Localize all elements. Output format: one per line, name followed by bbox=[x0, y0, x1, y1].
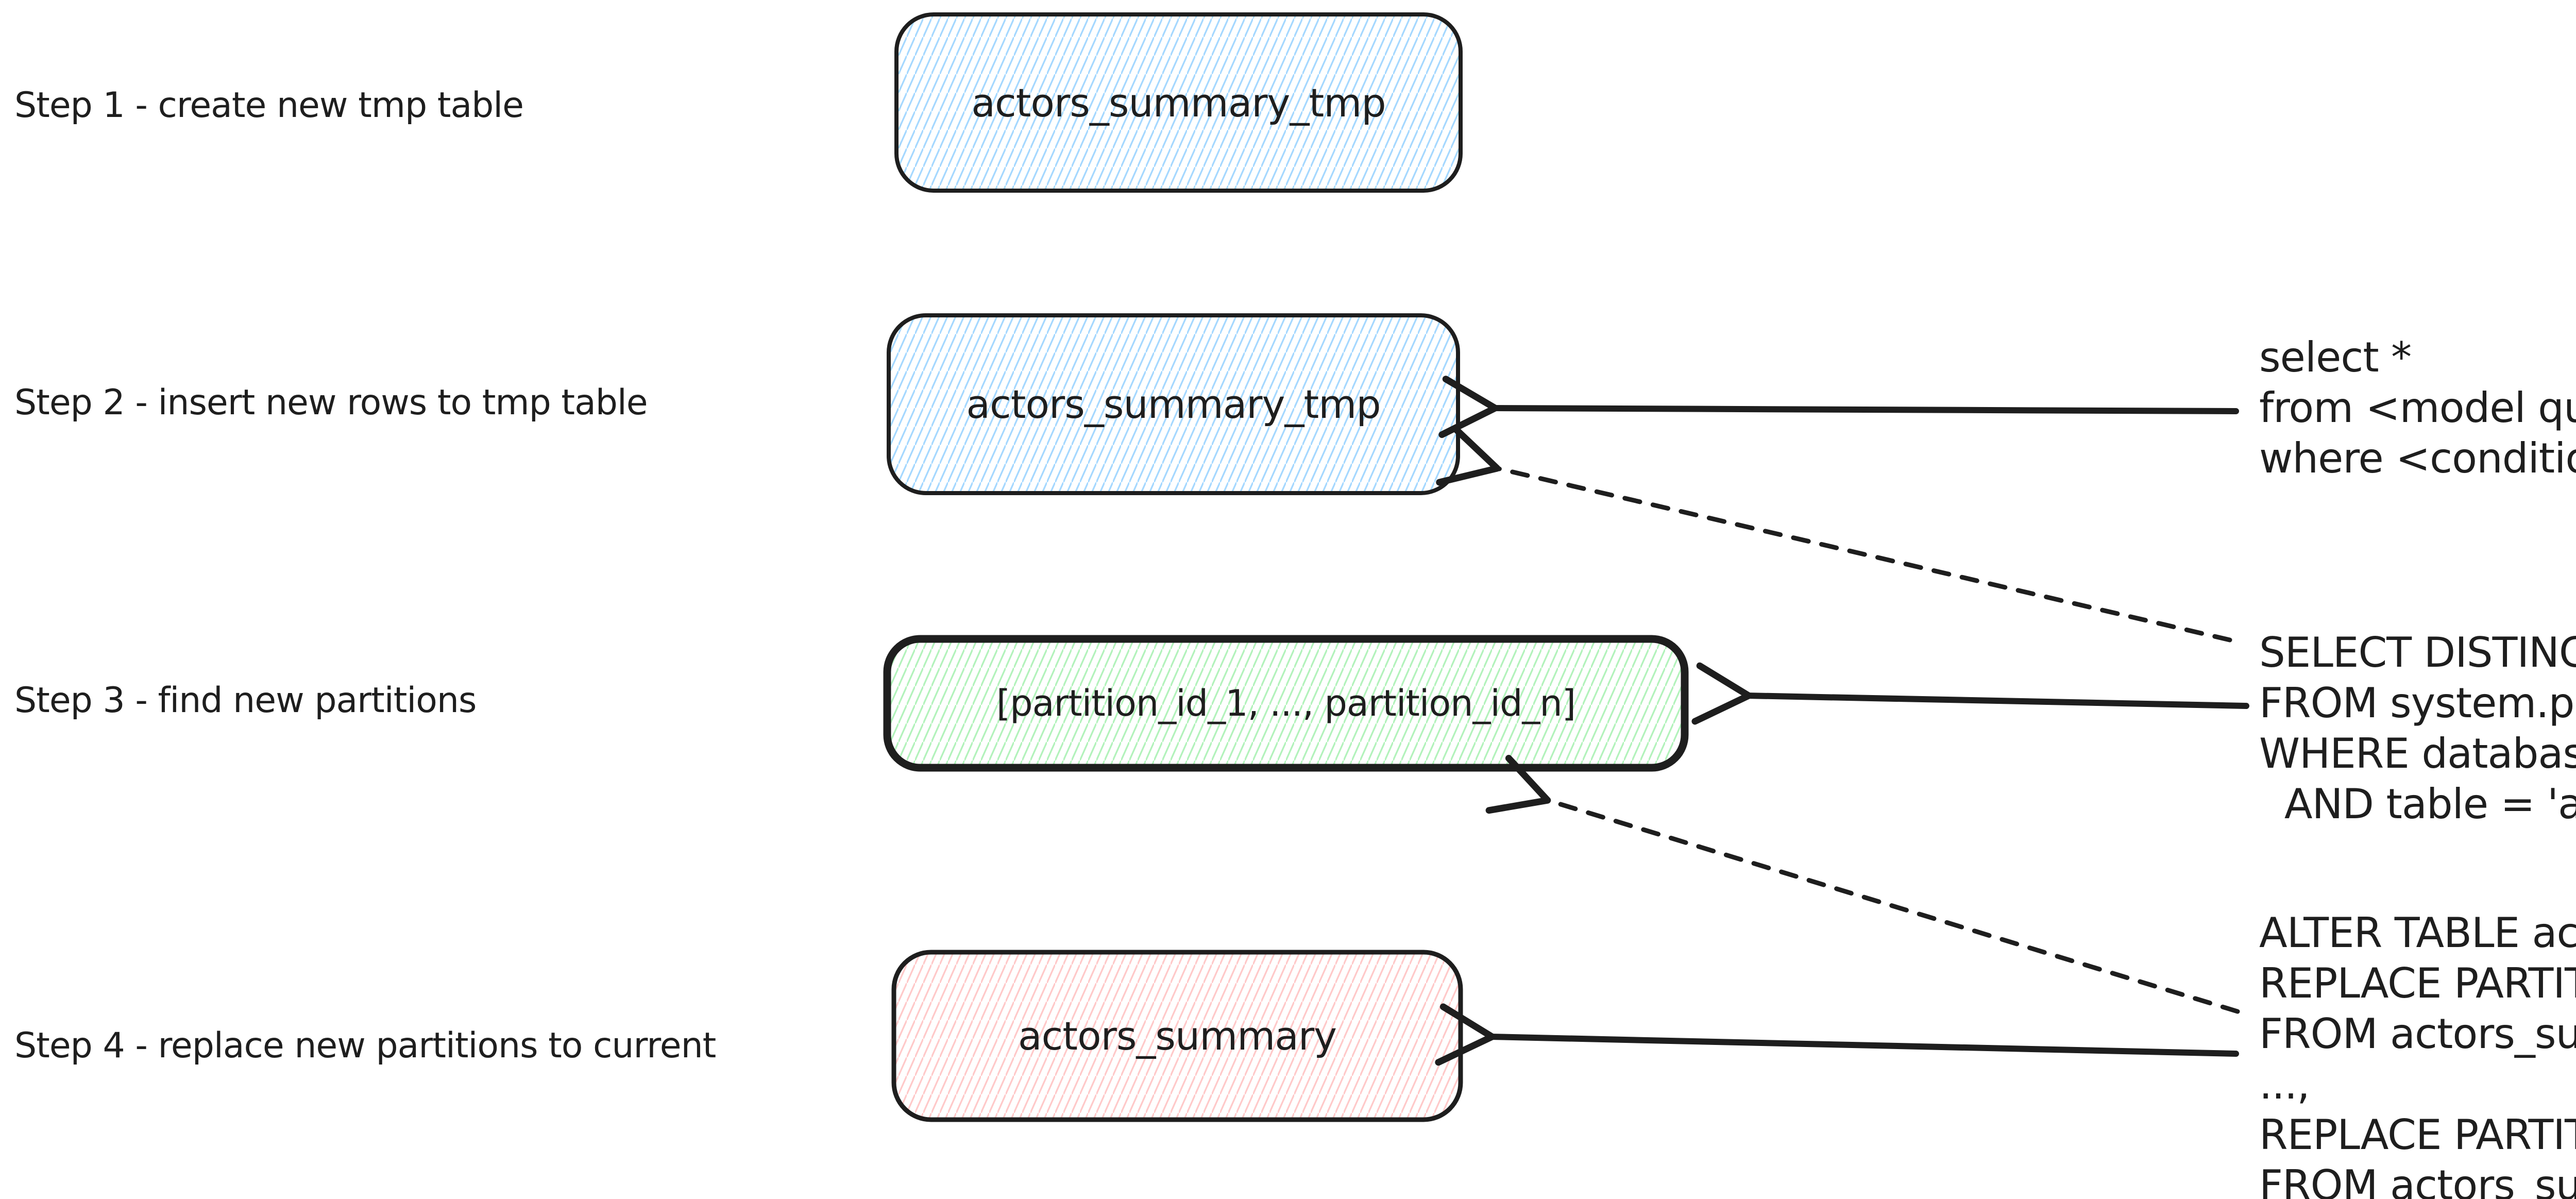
sql-line: FROM actors_summary_tmp, bbox=[2259, 1010, 2576, 1058]
tmp-table-node-2-label: actors_summary_tmp bbox=[966, 381, 1381, 427]
sql-line: WHERE database = <database> bbox=[2259, 730, 2576, 778]
dashed-arrow-find-sql-to-tmp-table bbox=[1436, 425, 2232, 643]
current-table-node-label: actors_summary bbox=[1018, 1013, 1337, 1059]
sql-line: select * bbox=[2259, 333, 2412, 381]
tmp-table-node-1-label: actors_summary_tmp bbox=[971, 79, 1386, 126]
sql-line: FROM actors_summary_tmp, bbox=[2259, 1161, 2576, 1199]
arrow-find-sql-to-partition-list bbox=[1691, 662, 2249, 725]
arrow-insert-sql-to-tmp-table bbox=[1438, 376, 2239, 438]
sql-line: from <model query> bbox=[2259, 384, 2576, 432]
sql-line: ALTER TABLE actors_summary bbox=[2259, 909, 2576, 957]
partition-list-node bbox=[883, 635, 1689, 772]
sql-line: where <condition to identify new> bbox=[2259, 434, 2576, 482]
dashed-arrow-replace-sql-to-partition-list bbox=[1485, 755, 2240, 1014]
find-partitions-sql-annotation: SELECT DISTINCT partition_id FROM system… bbox=[2259, 628, 2576, 830]
replace-partitions-sql-annotation: ALTER TABLE actors_summary REPLACE PARTI… bbox=[2259, 908, 2576, 1199]
step-2-label: Step 2 - insert new rows to tmp table bbox=[14, 382, 648, 423]
sql-line: ..., bbox=[2259, 1060, 2310, 1108]
sql-line: SELECT DISTINCT partition_id bbox=[2259, 629, 2576, 677]
tmp-table-node-1 bbox=[894, 12, 1463, 193]
partition-list-node-label: [partition_id_1, ..., partition_id_n] bbox=[996, 682, 1576, 724]
insert-sql-annotation: select * from <model query> where <condi… bbox=[2259, 332, 2576, 484]
sql-line: AND table = 'actors_summary_tmp' bbox=[2284, 780, 2576, 828]
sql-line: FROM system.parts bbox=[2259, 679, 2576, 727]
step-4-label: Step 4 - replace new partitions to curre… bbox=[14, 1025, 716, 1066]
step-3-label: Step 3 - find new partitions bbox=[14, 680, 477, 721]
arrow-replace-sql-to-current-table bbox=[1435, 1003, 2239, 1066]
sql-line: REPLACE PARTITION partition_id_n bbox=[2259, 1111, 2576, 1159]
step-1-label: Step 1 - create new tmp table bbox=[14, 85, 524, 126]
sql-line: REPLACE PARTITION partition_id_1 bbox=[2259, 959, 2576, 1007]
